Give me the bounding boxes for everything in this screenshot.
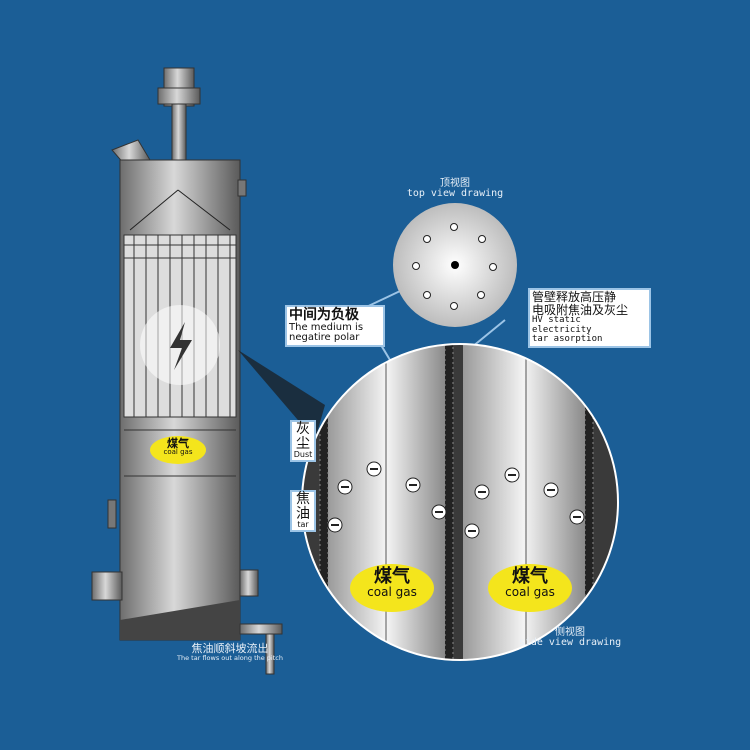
dust-cn: 灰尘: [296, 421, 310, 452]
negative-pole-cn: 中间为负极: [289, 307, 359, 323]
hv-en-2: electricity: [532, 324, 592, 335]
coal-gas-right: 煤气 coal gas: [488, 566, 572, 599]
outflow-cn: 焦油顺斜坡流出: [191, 642, 269, 655]
outflow-en: The tar flows out along the pitch: [177, 654, 283, 662]
tar-en: tar: [297, 520, 309, 530]
coal-gas-cn: 煤气: [512, 566, 548, 587]
coal-gas-cn: 煤气: [374, 566, 410, 587]
hv-en-3: tar asorption: [532, 334, 603, 345]
coal-gas-clouds: [150, 436, 572, 612]
negative-pole-en-1: The medium is: [289, 321, 364, 333]
dust-en: Dust: [293, 450, 313, 460]
negative-pole-en-2: negatire polar: [289, 332, 360, 344]
coal-gas-tower: 煤气 coal gas: [150, 438, 206, 456]
top-view-disc: [393, 203, 517, 327]
coal-gas-cn: 煤气: [167, 437, 189, 450]
coal-gas-en: coal gas: [505, 585, 555, 599]
tar-cn: 焦油: [296, 491, 310, 522]
side-view-title-en: side view drawing: [518, 637, 622, 648]
precipitator-tower: [91, 67, 283, 675]
negative-ions: [327, 461, 585, 539]
tar-label: 焦油 tar: [290, 490, 316, 532]
top-view-title-cn: 顶视图: [440, 178, 470, 189]
hv-absorption-label: 管壁释放高压静 电吸附焦油及灰尘 HV static electricity t…: [528, 288, 651, 348]
dust-label: 灰尘 Dust: [290, 420, 316, 462]
top-view-title-en: top view drawing: [406, 188, 504, 199]
negative-pole-label: 中间为负极 The medium is negatire polar: [285, 305, 385, 347]
coal-gas-en: coal gas: [367, 585, 417, 599]
side-view-zoom: [302, 344, 618, 660]
coal-gas-en: coal gas: [163, 448, 193, 456]
hv-cn-2: 电吸附焦油及灰尘: [532, 302, 629, 317]
side-view-title-cn: 侧视图: [555, 627, 585, 638]
coal-gas-left: 煤气 coal gas: [350, 566, 434, 599]
hv-en-1: HV static: [532, 315, 581, 326]
hv-cn-1: 管壁释放高压静: [532, 290, 617, 304]
